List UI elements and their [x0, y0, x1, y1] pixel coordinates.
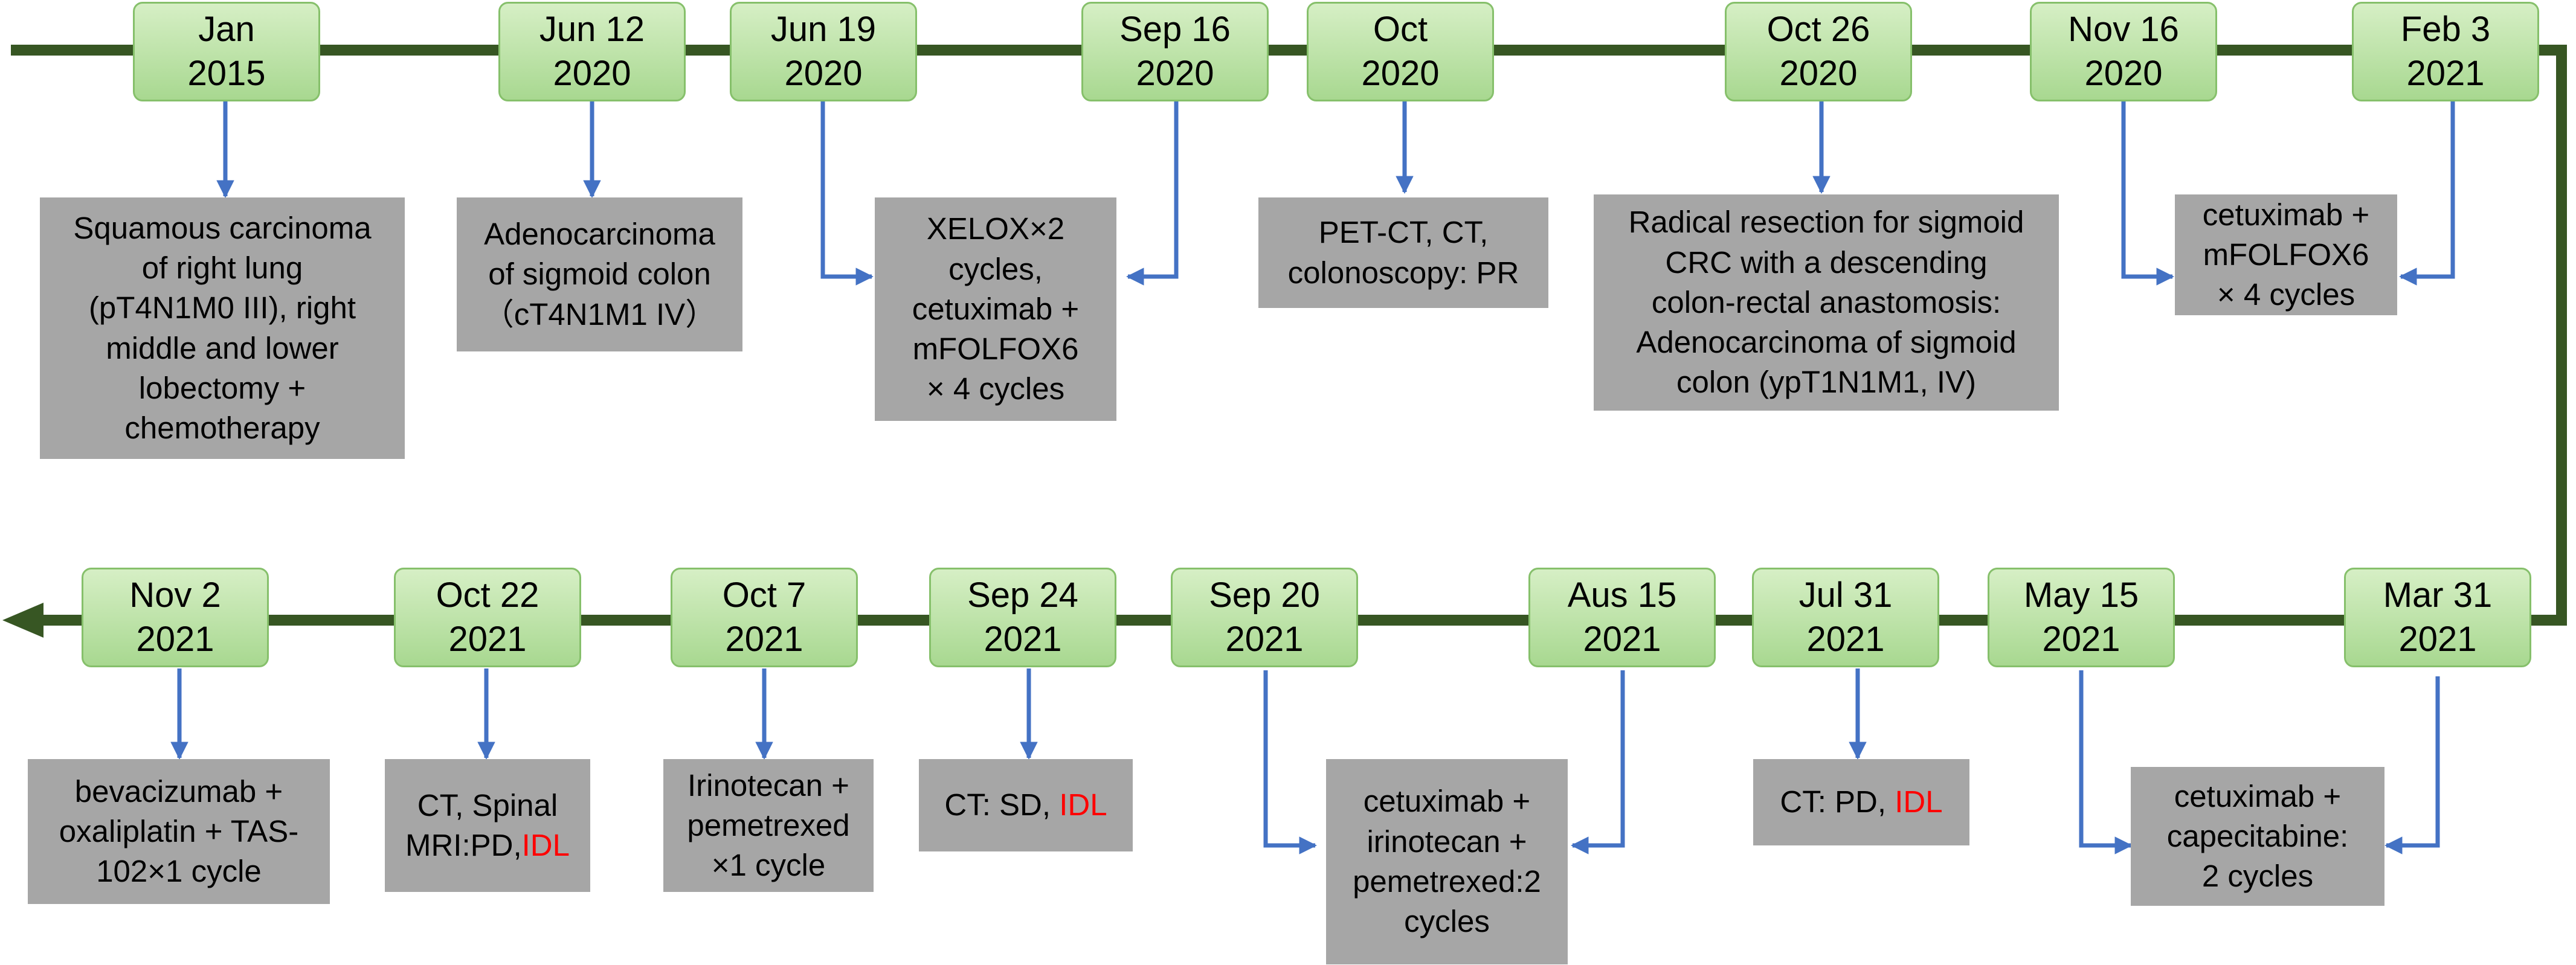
event-box: cetuximab +capecitabine:2 cycles: [2131, 767, 2384, 906]
connector-arrow: [2384, 676, 2440, 854]
event-box: cetuximab +mFOLFOX6× 4 cycles: [2175, 194, 2397, 315]
connector-arrow: [820, 100, 874, 286]
event-box: PET-CT, CT,colonoscopy: PR: [1258, 197, 1548, 308]
event-box: bevacizumab +oxaliplatin + TAS-102×1 cyc…: [28, 759, 330, 904]
event-box: Irinotecan +pemetrexed×1 cycle: [663, 759, 874, 892]
event-box: CT: SD, IDL: [919, 759, 1133, 851]
connector-arrow: [2079, 670, 2133, 854]
connector-arrow: [1571, 670, 1625, 854]
connector-arrow: [1263, 670, 1317, 854]
event-box: CT: PD, IDL: [1753, 759, 1969, 845]
connector-arrow: [2399, 100, 2455, 286]
connector-arrow: [2121, 100, 2174, 286]
timeline-arrowhead: [2, 603, 43, 638]
connector-arrow: [1126, 100, 1179, 286]
